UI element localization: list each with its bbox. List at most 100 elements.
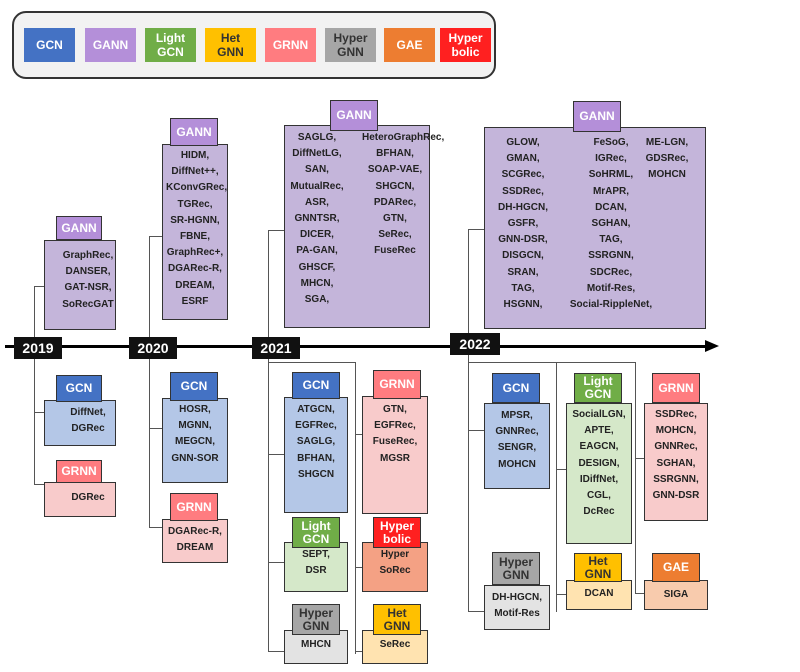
method-box: [484, 127, 706, 329]
method-list: HIDM,DiffNet++,KConvGRec,TGRec,SR-HGNN,F…: [166, 148, 228, 310]
connector-line: [149, 236, 162, 237]
method-name: MutualRec,: [290, 180, 344, 192]
method-name: GHSCF,: [298, 261, 336, 273]
connector-line: [355, 434, 362, 435]
group-label: Het GNN: [574, 553, 622, 582]
method-name: SSDRec,: [502, 185, 544, 197]
method-name: SeRec,: [378, 229, 412, 241]
method-name: SHGCN: [297, 468, 335, 480]
group-label: Hyper GNN: [292, 604, 340, 635]
year-marker-2022: 2022: [450, 333, 500, 355]
connector-line: [149, 428, 162, 429]
method-list: MHCN: [286, 637, 346, 653]
method-name: FBNE,: [180, 231, 210, 243]
connector-line: [268, 362, 356, 363]
method-name: FuseRec: [374, 245, 416, 257]
method-name: APTE,: [584, 425, 614, 437]
method-name: BFHAN,: [297, 452, 335, 464]
method-name: SoRec: [379, 565, 411, 577]
legend-swatch: Light GCN: [145, 28, 196, 62]
method-name: SAGLG,: [296, 436, 336, 448]
method-name: DISGCN,: [502, 250, 544, 262]
method-name: SR-HGNN,: [170, 214, 220, 226]
method-name: HOSR,: [179, 404, 211, 415]
connector-line: [34, 286, 35, 346]
connector-line: [468, 346, 469, 611]
method-name: HIDM,: [180, 150, 210, 161]
connector-line: [34, 286, 45, 287]
method-box: [44, 400, 116, 446]
method-box: [162, 519, 228, 563]
method-box: [566, 580, 632, 610]
method-name: SCGRec,: [501, 169, 545, 181]
connector-line: [468, 229, 469, 346]
method-box: [484, 585, 550, 630]
method-list: SIGA: [648, 587, 704, 603]
method-list: GLOW,GMAN,SCGRec,SSDRec,DH-HGCN,GSFR,GNN…: [490, 135, 556, 313]
group-label: Het GNN: [373, 604, 421, 635]
method-name: SSRGNN,: [588, 250, 634, 262]
method-name: DGRec: [71, 423, 105, 435]
method-name: SoHRML,: [588, 169, 634, 181]
connector-line: [635, 458, 644, 459]
method-name: MEGCN,: [175, 436, 215, 448]
method-name: BFHAN,: [376, 148, 414, 160]
group-label: GRNN: [56, 460, 102, 483]
method-name: ME-LGN,: [645, 137, 689, 148]
method-name: MGNN,: [178, 420, 212, 432]
method-name: MrAPR,: [592, 185, 630, 197]
method-list: GTN,EGFRec,FuseRec,MGSR: [366, 402, 424, 467]
method-list: DCAN: [570, 586, 628, 602]
connector-line: [355, 651, 362, 652]
connector-line: [468, 229, 484, 230]
method-name: MOHCN: [498, 458, 536, 470]
method-name: EGFRec,: [374, 420, 416, 432]
method-name: DCAN,: [595, 201, 627, 213]
legend-swatch: GANN: [85, 28, 136, 62]
method-name: SGA,: [304, 294, 330, 306]
method-name: SOAP-VAE,: [367, 164, 423, 176]
method-name: DICER,: [300, 229, 334, 241]
method-list: DiffNet,DGRec: [58, 405, 118, 437]
method-name: GraphRec+,: [166, 247, 224, 259]
method-box: [44, 482, 116, 517]
method-name: GLOW,: [506, 137, 540, 148]
group-label: GANN: [170, 118, 218, 146]
method-name: SIGA: [663, 589, 689, 600]
connector-line: [149, 527, 162, 528]
method-name: PDARec,: [373, 196, 417, 208]
connector-line: [635, 593, 644, 594]
method-name: DCAN: [584, 588, 614, 599]
method-name: DiffNet++,: [171, 166, 219, 178]
connector-line: [468, 362, 556, 363]
method-name: SHGCN,: [375, 180, 415, 192]
group-label: GCN: [292, 372, 340, 399]
connector-line: [355, 567, 362, 568]
method-name: IGRec,: [595, 153, 627, 165]
method-name: DcRec: [583, 506, 615, 518]
method-list: DGRec: [58, 490, 118, 506]
method-list: ME-LGN,GDSRec,MOHCN: [635, 135, 699, 184]
method-name: Motif-Res: [494, 608, 540, 620]
method-name: DGRec: [71, 492, 105, 503]
year-marker-2019: 2019: [14, 337, 62, 359]
legend-swatch: Hyper GNN: [325, 28, 376, 62]
method-name: Social-RippleNet,: [569, 299, 653, 311]
group-label: GANN: [56, 216, 102, 240]
group-label: GANN: [330, 100, 378, 131]
timeline-axis: [5, 345, 707, 348]
method-name: SEPT,: [302, 549, 330, 560]
method-name: DREAM,: [175, 279, 215, 291]
method-name: SENGR,: [497, 442, 537, 454]
connector-line: [149, 346, 150, 528]
method-name: EAGCN,: [579, 441, 619, 453]
legend-swatch: GAE: [384, 28, 435, 62]
method-name: CGL,: [587, 490, 611, 502]
method-name: DiffNetLG,: [292, 148, 342, 160]
connector-line: [268, 346, 269, 651]
method-name: KConvGRec,: [166, 182, 228, 194]
group-label: GCN: [170, 372, 218, 401]
connector-line: [556, 469, 566, 470]
group-label: GRNN: [652, 373, 700, 403]
